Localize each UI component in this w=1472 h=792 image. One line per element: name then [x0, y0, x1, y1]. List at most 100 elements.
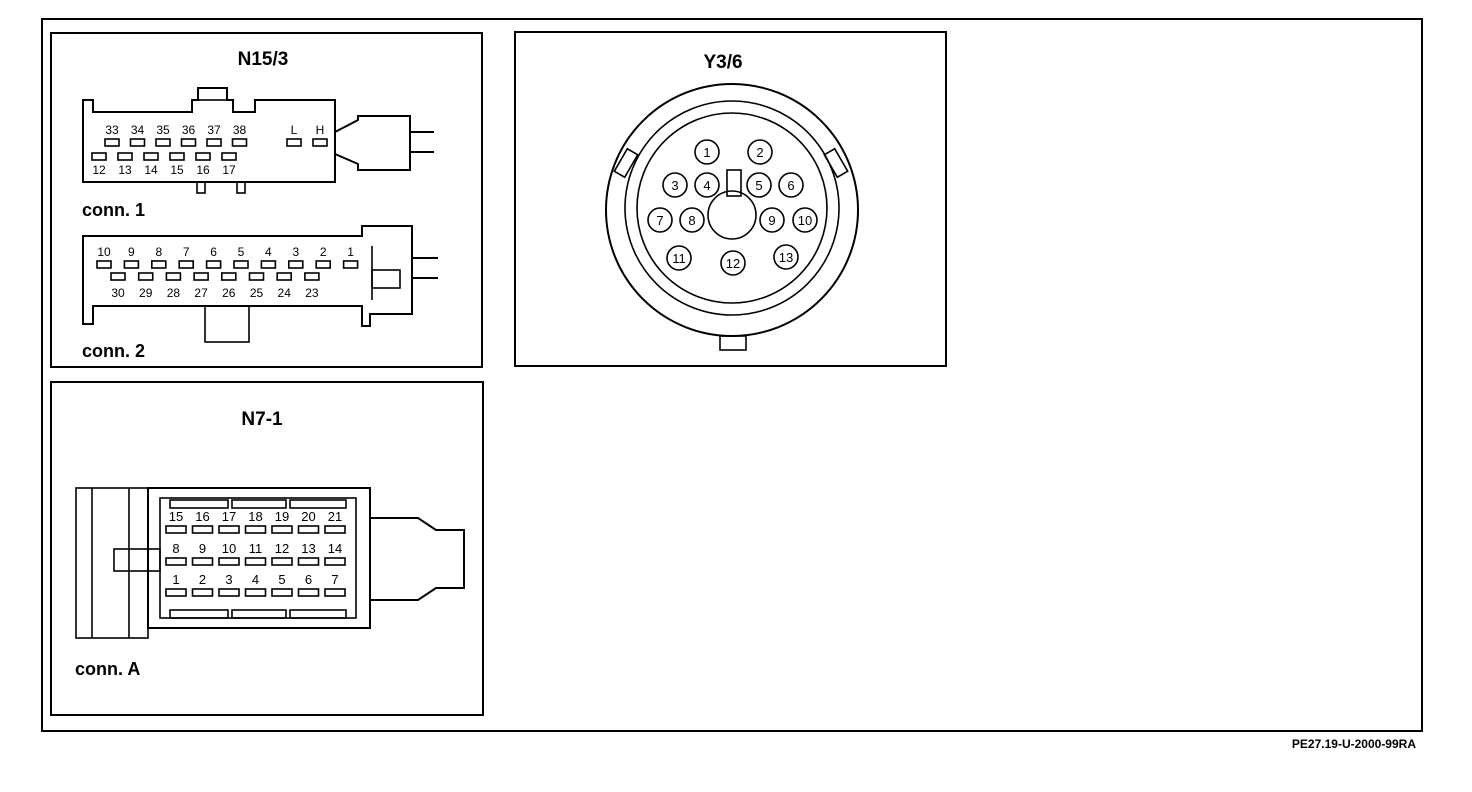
conn-a-pin-contact — [244, 588, 267, 597]
panel-n7-1-border — [50, 381, 484, 716]
conn-2-pin-contact — [123, 260, 140, 269]
y3-6-pin-contact — [694, 172, 720, 198]
y3-6-pin-contact — [694, 139, 720, 165]
conn-a-pin-label: 21 — [328, 509, 342, 524]
conn-2-pin-contact — [110, 272, 126, 281]
conn-1-pin-label: 38 — [233, 123, 247, 137]
conn-1-label: conn. 1 — [82, 200, 145, 220]
conn-a-pin-contact — [271, 557, 293, 566]
conn-2-pin-contact — [248, 272, 265, 281]
conn-a-pin-label: 4 — [252, 572, 259, 587]
conn-a-pin-label: 10 — [222, 541, 236, 556]
panel-y3-6-title: Y3/6 — [703, 52, 742, 73]
reference-code: PE27.19-U-2000-99RA — [1292, 737, 1416, 751]
conn-a-pin-contact — [324, 525, 346, 534]
y3-6-pin-label: 1 — [703, 145, 710, 160]
conn-a-pin-label: 17 — [222, 509, 236, 524]
conn-a-pin-contact — [297, 557, 320, 566]
conn-a-pin-label: 11 — [249, 541, 263, 556]
conn-a-pin-contact — [191, 525, 214, 534]
y3-6-pin-label: 9 — [768, 213, 775, 228]
conn-2-pin-label: 23 — [305, 286, 319, 300]
conn-2-pin-label: 2 — [320, 245, 327, 259]
conn-2-pin-label: 24 — [278, 286, 292, 300]
conn-2-pin-label: 6 — [210, 245, 217, 259]
conn-2-pin-label: 8 — [155, 245, 162, 259]
conn-1-pin-label: H — [316, 123, 325, 137]
conn-1-pin-contact — [180, 138, 197, 147]
conn-a-pin-contact — [191, 588, 214, 597]
conn-a-pin-label: 2 — [199, 572, 206, 587]
y3-6-pin-contact — [647, 207, 673, 233]
y3-6-pin-contact — [679, 207, 705, 233]
panel-y3-6-border — [514, 31, 947, 367]
y3-6-pin-contact — [792, 207, 818, 233]
y3-6-pin-label: 5 — [755, 178, 762, 193]
conn-1-pin-label: 17 — [222, 163, 236, 177]
conn-2-pin-label: 25 — [250, 286, 264, 300]
panel-n15-3-border — [50, 32, 483, 368]
conn-2-housing — [82, 225, 438, 343]
conn-a-housing — [75, 487, 465, 639]
conn-2-pin-label: 9 — [128, 245, 135, 259]
y3-6-pin-label: 10 — [798, 213, 812, 228]
conn-a-pin-contact — [165, 525, 187, 534]
y3-6-pin-contact — [746, 172, 772, 198]
conn-a-pin-contact — [191, 557, 214, 566]
conn-1-pin-contact — [91, 152, 107, 161]
conn-1-pin-label: 14 — [144, 163, 158, 177]
conn-2-pin-label: 27 — [194, 286, 208, 300]
conn-1-pin-contact — [129, 138, 146, 147]
conn-a-pin-label: 9 — [199, 541, 206, 556]
conn-a-label: conn. A — [75, 659, 140, 679]
conn-1-housing — [82, 87, 434, 194]
panel-n7-1-title: N7-1 — [241, 409, 283, 430]
conn-2-pin-contact — [193, 272, 209, 281]
conn-1-pin-contact — [286, 138, 302, 147]
conn-a-pin-label: 16 — [195, 509, 209, 524]
y3-6-pin-label: 8 — [688, 213, 695, 228]
conn-a-pin-contact — [271, 525, 293, 534]
y3-6-pin-label: 12 — [726, 256, 740, 271]
conn-a-pin-label: 18 — [248, 509, 262, 524]
conn-1-pin-label: 16 — [196, 163, 210, 177]
conn-1-pin-label: 33 — [105, 123, 119, 137]
conn-1-pin-contact — [206, 138, 222, 147]
conn-a-pin-label: 19 — [275, 509, 289, 524]
y3-6-pin-label: 11 — [672, 251, 686, 266]
conn-2-pin-label: 5 — [238, 245, 245, 259]
conn-1-pin-contact — [143, 152, 159, 161]
conn-2-pin-contact — [151, 260, 167, 269]
y3-6-pin-contact — [778, 172, 804, 198]
conn-1-pin-contact — [312, 138, 328, 147]
conn-1-pin-label: 34 — [131, 123, 145, 137]
y3-6-pin-contact — [662, 172, 688, 198]
conn-a-pin-contact — [244, 557, 267, 566]
conn-2-pin-label: 26 — [222, 286, 236, 300]
conn-a-pin-contact — [324, 557, 346, 566]
y3-6-pin-contact — [720, 250, 746, 276]
conn-a-pin-label: 8 — [172, 541, 179, 556]
y3-6-pin-label: 13 — [779, 250, 793, 265]
conn-1-pin-label: 35 — [156, 123, 170, 137]
conn-a-pin-contact — [297, 588, 320, 597]
conn-2-pin-contact — [342, 260, 359, 269]
conn-a-pin-label: 14 — [328, 541, 342, 556]
conn-2-pin-contact — [137, 272, 154, 281]
conn-2-pin-label: 10 — [97, 245, 111, 259]
panel-n15-3-title: N15/3 — [238, 49, 289, 70]
y3-6-pin-contact — [759, 207, 785, 233]
conn-a-pin-label: 13 — [301, 541, 315, 556]
conn-a-pin-label: 20 — [301, 509, 315, 524]
y3-6-pin-label: 7 — [656, 213, 663, 228]
conn-2-pin-contact — [276, 272, 293, 281]
conn-a-pin-label: 1 — [172, 572, 179, 587]
conn-1-pin-label: 13 — [118, 163, 132, 177]
conn-1-pin-label: L — [291, 123, 298, 137]
